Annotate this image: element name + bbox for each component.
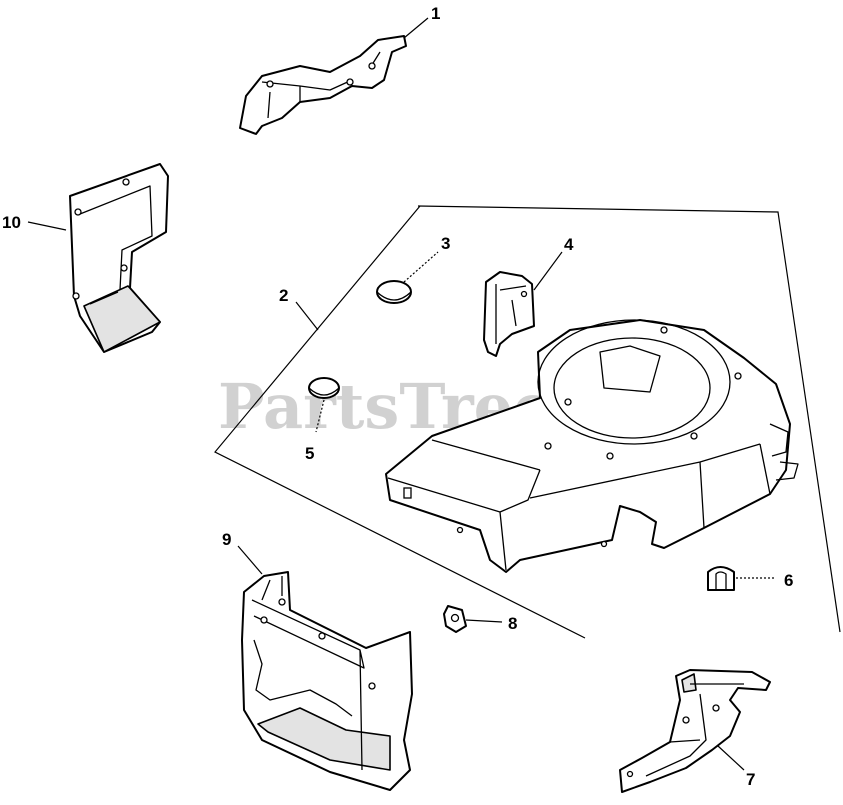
part-5-plug[interactable] xyxy=(308,377,340,433)
callout-7: 7 xyxy=(746,770,755,789)
callout-4: 4 xyxy=(564,235,574,254)
callout-1: 1 xyxy=(431,4,440,23)
part-10-side-shroud[interactable] xyxy=(27,163,169,353)
callout-9: 9 xyxy=(222,530,231,549)
part-8-clip[interactable] xyxy=(443,605,503,633)
part-7-lower-baffle[interactable] xyxy=(619,669,771,793)
callout-10: 10 xyxy=(2,213,21,232)
part-2-blower-housing[interactable] xyxy=(295,301,799,573)
assembly-frame xyxy=(214,205,841,639)
part-1-upper-baffle[interactable] xyxy=(239,17,429,135)
part-4-small-bracket[interactable] xyxy=(483,251,563,357)
callout-2: 2 xyxy=(279,286,288,305)
part-3-plug[interactable] xyxy=(376,251,439,304)
callout-3: 3 xyxy=(441,234,450,253)
part-9-front-shroud[interactable] xyxy=(237,545,413,791)
callout-6: 6 xyxy=(784,571,793,590)
callout-8: 8 xyxy=(508,614,517,633)
part-6-grommet[interactable] xyxy=(707,566,776,591)
callout-5: 5 xyxy=(305,444,314,463)
